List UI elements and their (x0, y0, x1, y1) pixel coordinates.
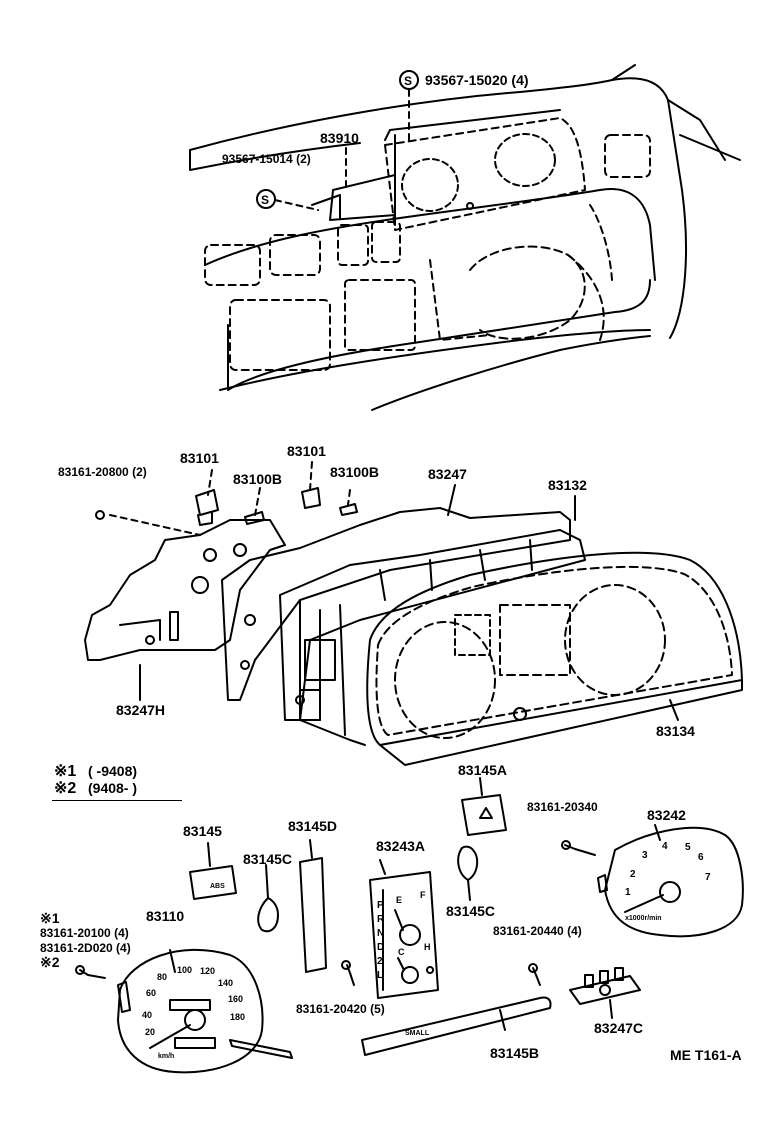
strip-text: SMALL (405, 1030, 430, 1037)
s-symbol-a: S (404, 74, 412, 88)
speedo-tick-120: 120 (200, 966, 215, 976)
label-83101-b: 83101 (287, 443, 326, 459)
gear-letter-2: 2 (377, 956, 383, 967)
leader-lines-solid (139, 484, 679, 721)
label-83101-a: 83101 (180, 450, 219, 466)
gear-letter-n: N (377, 928, 384, 939)
tacho-tick-4: 4 (662, 841, 668, 852)
label-93567-15014: 93567-15014 (2) (222, 152, 311, 166)
label-83134: 83134 (656, 723, 695, 739)
s-symbol-b: S (261, 193, 269, 207)
label-83243a: 83243A (376, 838, 426, 854)
speedo-tick-180: 180 (230, 1012, 245, 1022)
label-83145b: 83145B (490, 1045, 540, 1061)
dashboard-drawing (189, 64, 741, 411)
speedo-tick-20: 20 (145, 1027, 155, 1037)
leader-lines-middle (109, 461, 351, 536)
label-83145c-b: 83145C (446, 903, 496, 919)
tacho-unit: x1000r/min (625, 915, 662, 922)
speedo-unit: km/h (158, 1053, 174, 1060)
note-1-text: ( -9408) (88, 763, 138, 779)
tacho-tick-1: 1 (625, 887, 631, 898)
speedo-tick-140: 140 (218, 978, 233, 988)
speedo-tick-160: 160 (228, 994, 243, 1004)
note-2-mark: ※2 (54, 780, 77, 797)
label-83161-20340: 83161-20340 (527, 800, 598, 814)
label-83100b-a: 83100B (233, 471, 283, 487)
s-symbols (256, 70, 419, 209)
speedo-tick-40: 40 (142, 1010, 152, 1020)
tacho-tick-2: 2 (630, 869, 636, 880)
note-1-mark: ※1 (54, 763, 77, 780)
speedo-tick-80: 80 (157, 972, 167, 982)
gear-letter-d: D (377, 942, 384, 953)
gear-letter-r: R (377, 914, 385, 925)
tacho-tick-7: 7 (705, 872, 711, 883)
cluster-exploded (84, 487, 743, 766)
label-83145: 83145 (183, 823, 222, 839)
label-83161-20100: 83161-20100 (4) (40, 926, 129, 940)
fuel-e: E (396, 895, 402, 905)
gear-letter-l: L (377, 970, 383, 981)
speedo-tick-60: 60 (146, 988, 156, 998)
label-83110: 83110 (146, 908, 185, 924)
label-93567-15020: 93567-15020 (4) (425, 72, 529, 88)
note-2-text: (9408- ) (88, 780, 138, 796)
label-83100b-b: 83100B (330, 464, 380, 480)
label-83145c-a: 83145C (243, 851, 293, 867)
tacho-tick-5: 5 (685, 842, 691, 853)
tacho-tick-6: 6 (698, 852, 704, 863)
label-83145a: 83145A (458, 762, 508, 778)
temp-h: H (424, 942, 431, 952)
label-83161-2d020: 83161-2D020 (4) (40, 941, 131, 955)
label-83145d: 83145D (288, 818, 338, 834)
label-83132: 83132 (548, 477, 587, 493)
reference-code: ME T161-A (670, 1047, 742, 1063)
fuel-f: F (420, 890, 426, 900)
plate-text: ABS (210, 883, 225, 890)
speedo-tick-100: 100 (177, 965, 192, 975)
lower-parts (75, 777, 744, 1074)
label-83247h: 83247H (116, 702, 166, 718)
label-83161-20420: 83161-20420 (5) (296, 1002, 385, 1016)
gear-letter-p: P (377, 900, 384, 911)
label-83161-20800: 83161-20800 (2) (58, 465, 147, 479)
tacho-tick-3: 3 (642, 850, 648, 861)
label-mark1: ※1 (40, 910, 60, 926)
label-83247: 83247 (428, 466, 467, 482)
leader-lines-upper (274, 89, 410, 211)
label-mark2: ※2 (40, 954, 60, 970)
label-83247c: 83247C (594, 1020, 644, 1036)
note-underline (52, 800, 182, 801)
label-83910: 83910 (320, 130, 359, 146)
label-83161-20440: 83161-20440 (4) (493, 924, 582, 938)
label-83242: 83242 (647, 807, 686, 823)
temp-c: C (398, 947, 405, 957)
